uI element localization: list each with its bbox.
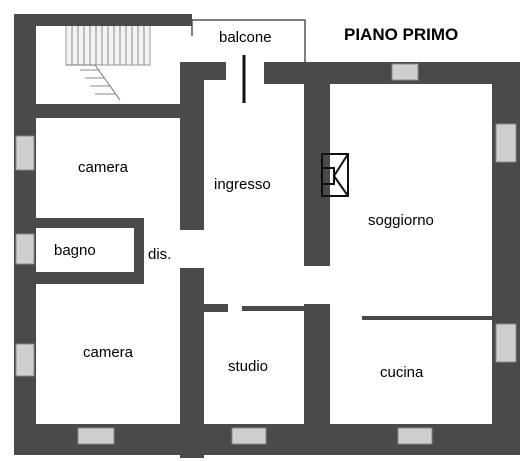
plan-title: PIANO PRIMO xyxy=(344,25,459,44)
fireplace-icon xyxy=(321,153,349,197)
walls xyxy=(14,14,520,458)
room-label-soggiorno: soggiorno xyxy=(368,212,434,229)
room-label-balcone: balcone xyxy=(219,29,272,46)
room-label-cucina: cucina xyxy=(380,364,424,381)
room-label-ingresso: ingresso xyxy=(214,176,271,193)
room-label-camera-bottom: camera xyxy=(83,344,134,361)
windows xyxy=(15,63,517,445)
room-label-studio: studio xyxy=(228,358,269,375)
room-label-camera-top: camera xyxy=(78,159,129,176)
room-label-dis: dis. xyxy=(148,246,172,263)
staircase xyxy=(65,24,151,101)
room-label-bagno: bagno xyxy=(54,242,96,259)
